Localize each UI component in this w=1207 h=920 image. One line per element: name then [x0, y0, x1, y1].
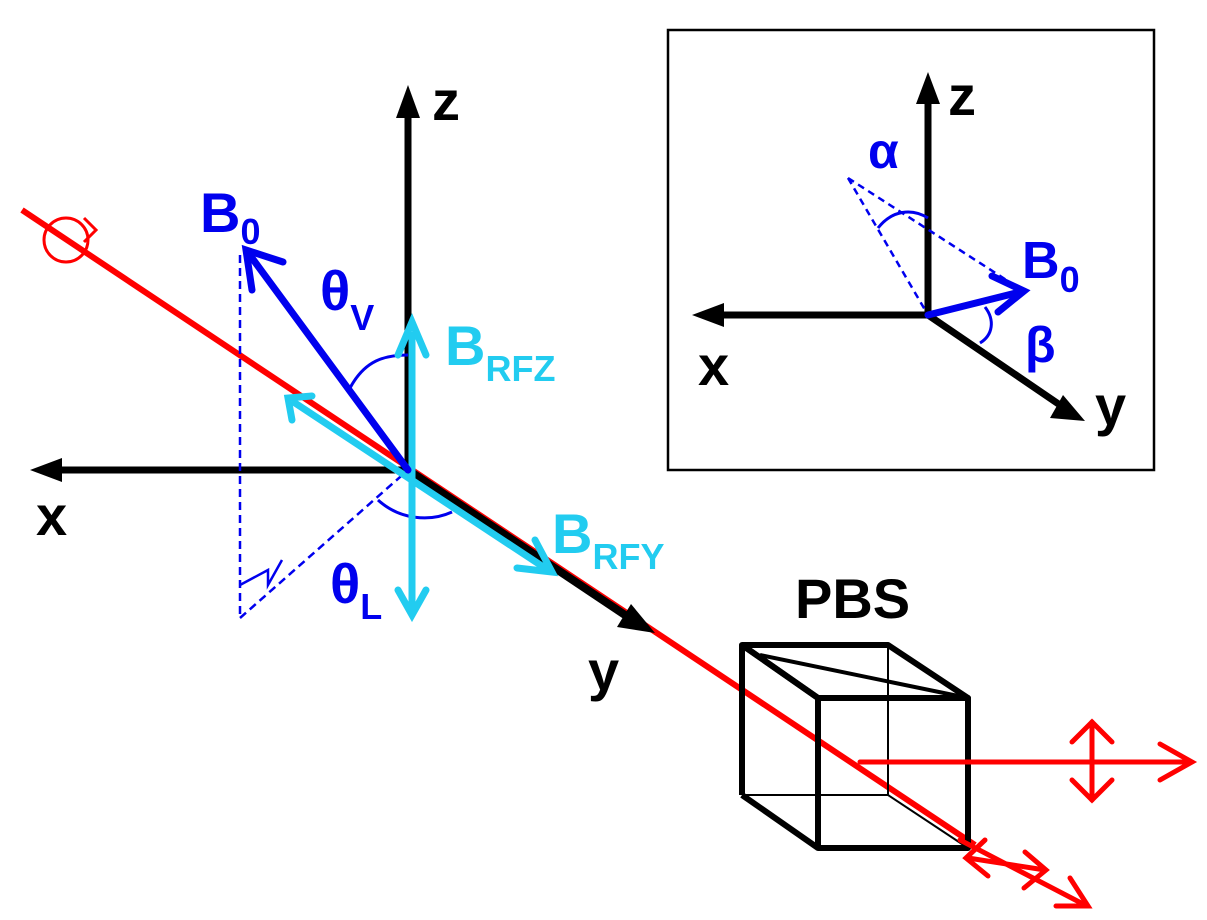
pbs-label: PBS: [795, 567, 910, 630]
output-beam-reflected: [857, 718, 1198, 804]
inset-frame: [666, 28, 1156, 472]
brfy-label: BRFY: [552, 502, 664, 577]
brfz-vector: [394, 313, 430, 623]
inset-projection-lines: [846, 176, 1026, 316]
circular-polarization-icon: [42, 216, 99, 264]
theta-v-main: θ: [320, 259, 350, 322]
output-beam-transmitted: [957, 837, 1093, 909]
alpha-label: α: [868, 123, 899, 179]
inset-y-label: y: [1095, 374, 1126, 437]
z-axis-label: z: [432, 69, 460, 132]
x-axis-label: x: [36, 484, 67, 547]
brfy-vector: [283, 392, 559, 577]
inset-b0-main: B: [1022, 232, 1060, 290]
b0-label-main: B: [200, 181, 240, 244]
inset-b0-label: B0: [1022, 232, 1080, 300]
pbs-hidden-edges: [742, 645, 969, 849]
theta-l-main: θ: [330, 552, 360, 615]
inset-x-label: x: [698, 334, 729, 397]
brfz-main: B: [445, 314, 485, 377]
beta-arc: [979, 306, 993, 345]
alpha-arc: [876, 210, 929, 229]
projection-lines: [238, 255, 409, 619]
inset-b0-sub: 0: [1060, 259, 1080, 300]
main-axes: [30, 85, 655, 633]
brfy-sub: RFY: [592, 536, 664, 577]
b0-vector: [241, 244, 412, 474]
brfz-label: BRFZ: [445, 314, 555, 389]
brfy-main: B: [552, 502, 592, 565]
beta-label: β: [1025, 317, 1056, 373]
inset-b0-vector: [924, 272, 1031, 319]
theta-v-arc: [348, 353, 409, 389]
theta-l-label: θL: [330, 552, 382, 627]
brfz-sub: RFZ: [485, 348, 555, 389]
b0-label-sub: 0: [240, 211, 260, 252]
theta-v-sub: V: [350, 297, 374, 338]
y-axis-label: y: [588, 639, 619, 702]
theta-v-label: θV: [320, 259, 374, 338]
b0-label: B0: [200, 181, 260, 252]
inset-z-label: z: [948, 64, 976, 127]
inset-axes: [692, 72, 1085, 421]
theta-l-sub: L: [360, 586, 382, 627]
